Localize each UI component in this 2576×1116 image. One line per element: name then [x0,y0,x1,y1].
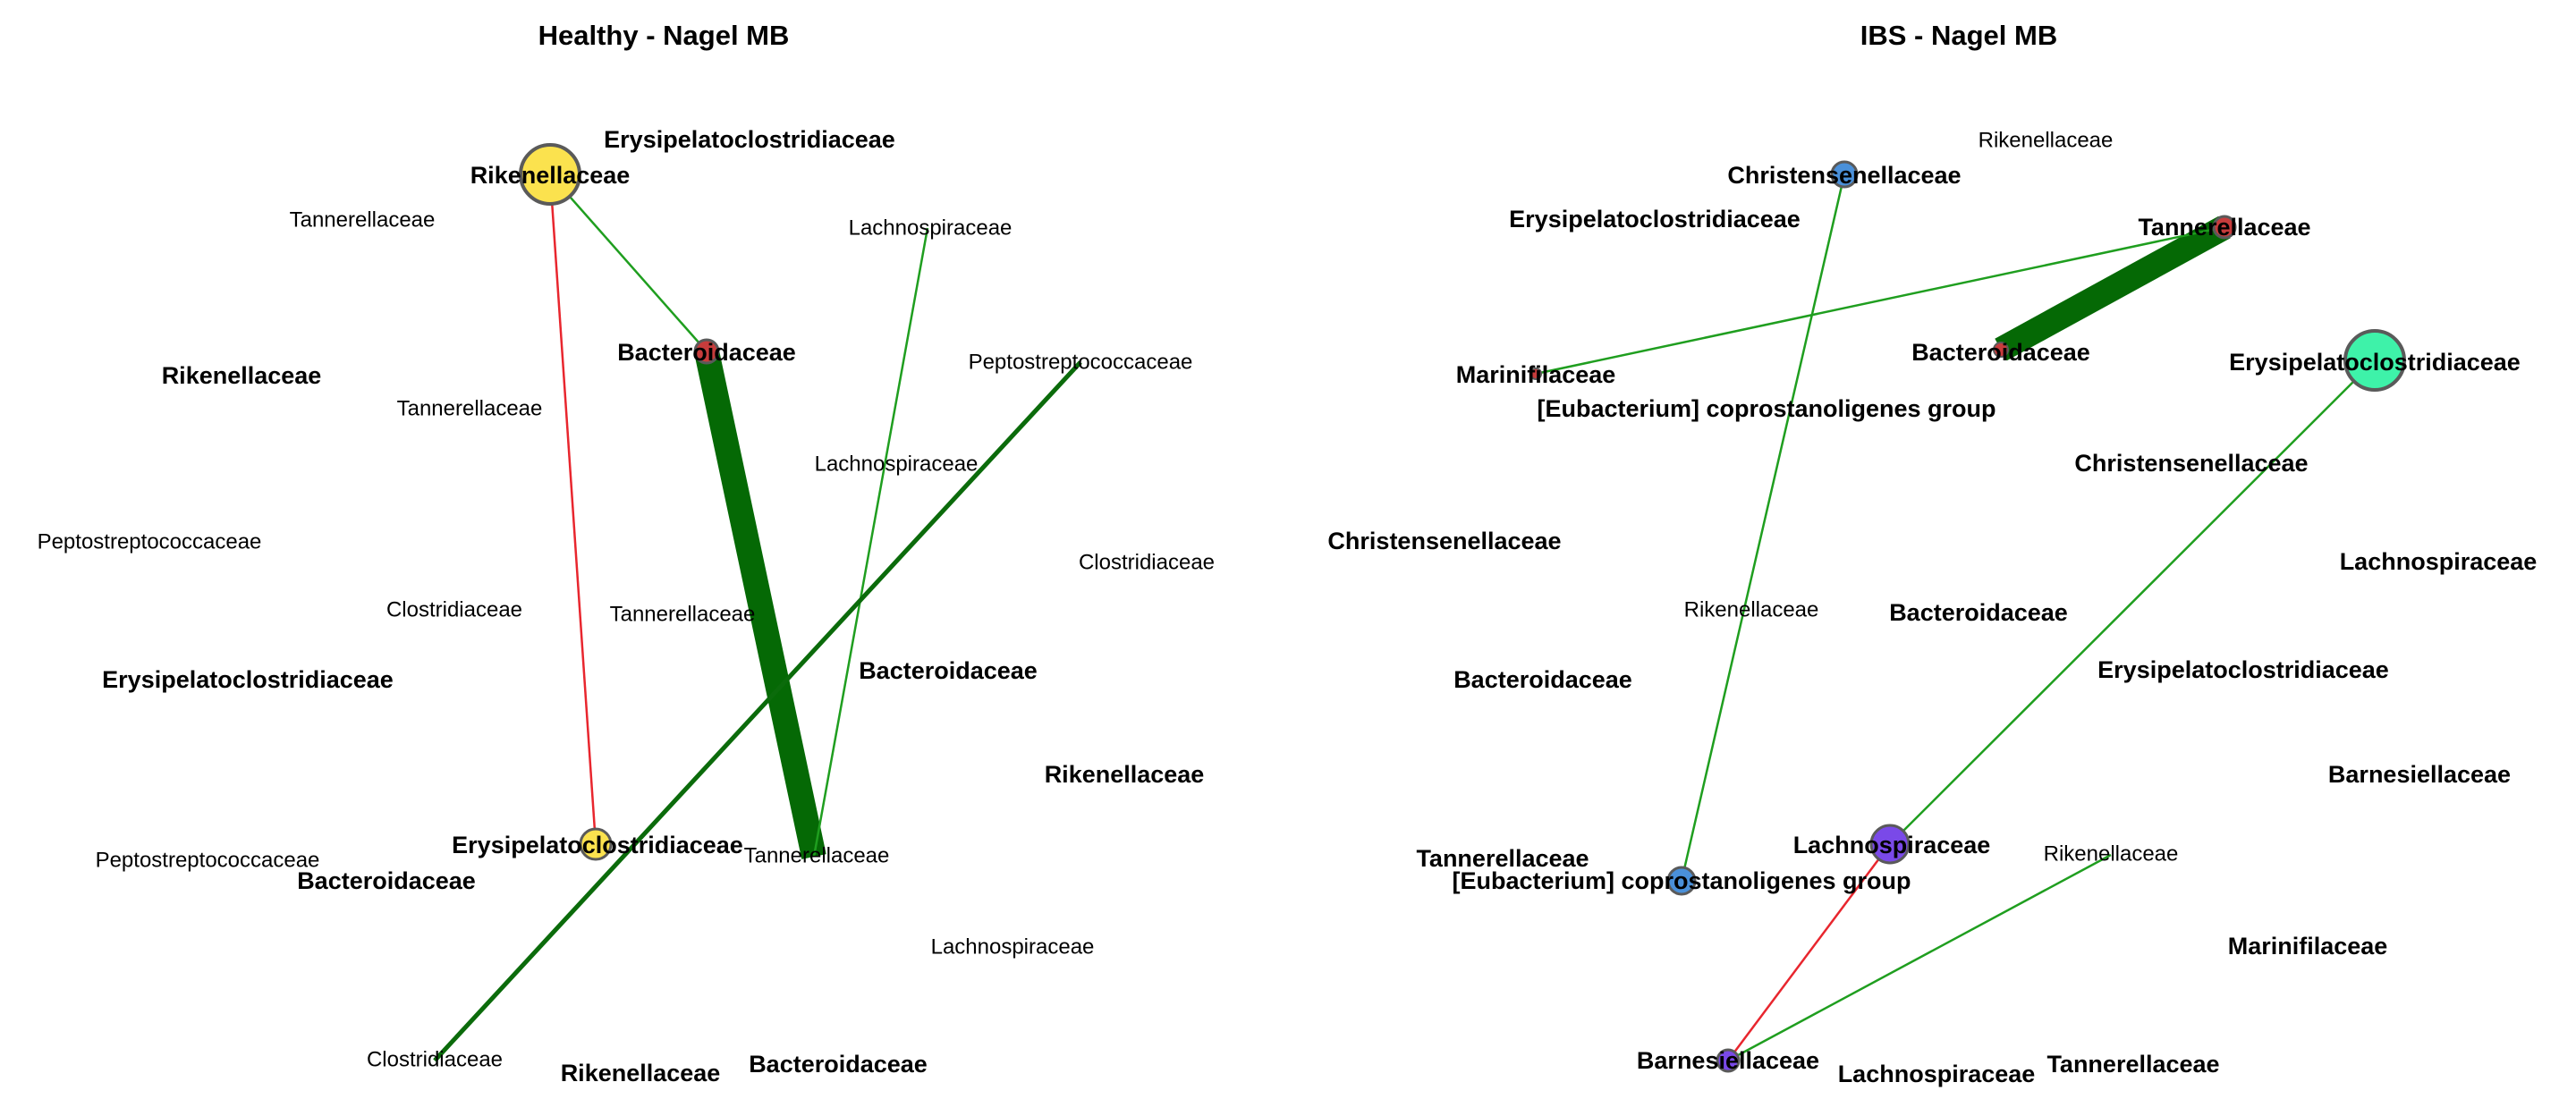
node-label: Rikenellaceae [470,162,631,189]
node-label: [Eubacterium] coprostanoligenes group [1452,867,1911,894]
node-barnesiellaceae [1716,1048,1741,1073]
edge-rikenellaceae-barnesiellaceae [1727,853,2112,1062]
node-label: Erysipelatoclostridiaceae [102,666,394,693]
node-tannerellaceae [2212,215,2237,240]
node-label: Tannerellaceae [290,207,436,232]
node-label: Tannerellaceae [2138,214,2310,241]
node-erysipelatoclostridiaceae [2343,329,2406,392]
node-rikenellaceae [519,143,581,206]
edge-christensenellaceae-eubacterium [1680,173,1846,882]
edge-rikenellaceae-erysipelatoclostridiaceae [548,173,597,845]
node-label: Marinifilaceae [1456,361,1616,388]
node-label: Rikenellaceae [162,362,322,389]
node-label: Erysipelatoclostridiaceae [452,832,743,858]
node-label: Lachnospiraceae [1838,1061,2036,1087]
panel-ibs: IBS - Nagel MB Rikenellaceae Christensen… [1327,20,2537,1087]
edges-ibs [1535,173,2376,1062]
node-label: Erysipelatoclostridiaceae [2097,656,2389,683]
node-label: Peptostreptococcaceae [969,350,1193,374]
node-bacteroidaceae [693,338,720,365]
node-label: Erysipelatoclostridiaceae [1509,206,1801,232]
edge-peptostreptococcaceae-clostridiaceae [433,360,1082,1062]
node-christensenellaceae [1830,160,1859,189]
node-label: Lachnospiraceae [815,452,979,476]
node-label: Bacteroidaceae [749,1051,928,1078]
node-label: Bacteroidaceae [859,657,1038,684]
edge-tannerellaceae-bacteroidaceae [1995,216,2231,361]
edge-bacteroidaceae-tannerellaceae [694,349,826,859]
edge-rikenellaceae-bacteroidaceae [549,173,708,352]
panel-healthy: Healthy - Nagel MB Erysipelatoclostridia… [38,20,1215,1086]
node-label: Lachnospiraceae [931,934,1095,959]
node-label: Lachnospiraceae [849,216,1013,240]
node-label: Tannerellaceae [610,602,756,626]
node-label: Christensenellaceae [1327,528,1561,554]
node-label: Erysipelatoclostridiaceae [2229,349,2521,376]
node-label: Bacteroidaceae [1453,666,1632,693]
node-label: Tannerellaceae [397,396,543,420]
edge-lachnospiraceae-barnesiellaceae [1726,843,1892,1061]
edge-tannerellaceae-marinifilaceae [1535,225,2225,376]
edges-healthy [433,173,1082,1062]
node-label: Tannerellaceae [744,843,890,867]
edge-erysipelatoclostridiaceae-lachnospiraceae [1889,359,2376,845]
node-label: Clostridiaceae [367,1047,503,1071]
node-eubacterium-coprostanoligenes-group [1666,866,1697,896]
node-label: Erysipelatoclostridiaceae [604,126,895,153]
node-label: Bacteroidaceae [1889,599,2068,626]
node-marinifilaceae [1530,368,1542,380]
node-label: Rikenellaceae [561,1060,721,1086]
node-erysipelatoclostridiaceae [579,827,613,861]
node-label: Christensenellaceae [1727,162,1961,189]
node-label: Marinifilaceae [2228,933,2388,960]
node-label: Peptostreptococcaceae [38,529,262,554]
node-label: Lachnospiraceae [2340,548,2538,575]
node-label: Clostridiaceae [1079,550,1215,574]
node-label: Barnesiellaceae [2328,761,2511,788]
node-label: Clostridiaceae [386,597,522,621]
node-label: Bacteroidaceae [1911,339,2090,366]
node-label: Christensenellaceae [2074,450,2308,477]
node-label: Tannerellaceae [2046,1051,2219,1078]
panel-title-ibs: IBS - Nagel MB [1860,20,2057,51]
node-label: [Eubacterium] coprostanoligenes group [1537,395,1996,422]
panel-title-healthy: Healthy - Nagel MB [538,20,790,51]
node-label: Lachnospiraceae [1793,832,1991,858]
node-lachnospiraceae [1869,824,1911,865]
node-label: Rikenellaceae [2044,841,2179,866]
labels-ibs: Rikenellaceae Christensenellaceae Erysip… [1327,128,2537,1087]
node-bacteroidaceae [1993,342,2009,358]
node-label: Bacteroidaceae [617,339,796,366]
nodes-healthy [519,143,720,861]
labels-healthy: Erysipelatoclostridiaceae Rikenellaceae … [38,126,1215,1086]
node-label: Barnesiellaceae [1637,1047,1819,1074]
node-label: Rikenellaceae [1979,128,2114,152]
node-label: Tannerellaceae [1416,845,1589,872]
node-label: Peptostreptococcaceae [96,848,320,872]
node-label: Rikenellaceae [1684,597,1819,621]
edge-lachnospiraceae-tannerellaceae [812,227,929,858]
node-label: Rikenellaceae [1045,761,1205,788]
nodes-ibs [1530,160,2406,1073]
node-label: Bacteroidaceae [297,867,476,894]
